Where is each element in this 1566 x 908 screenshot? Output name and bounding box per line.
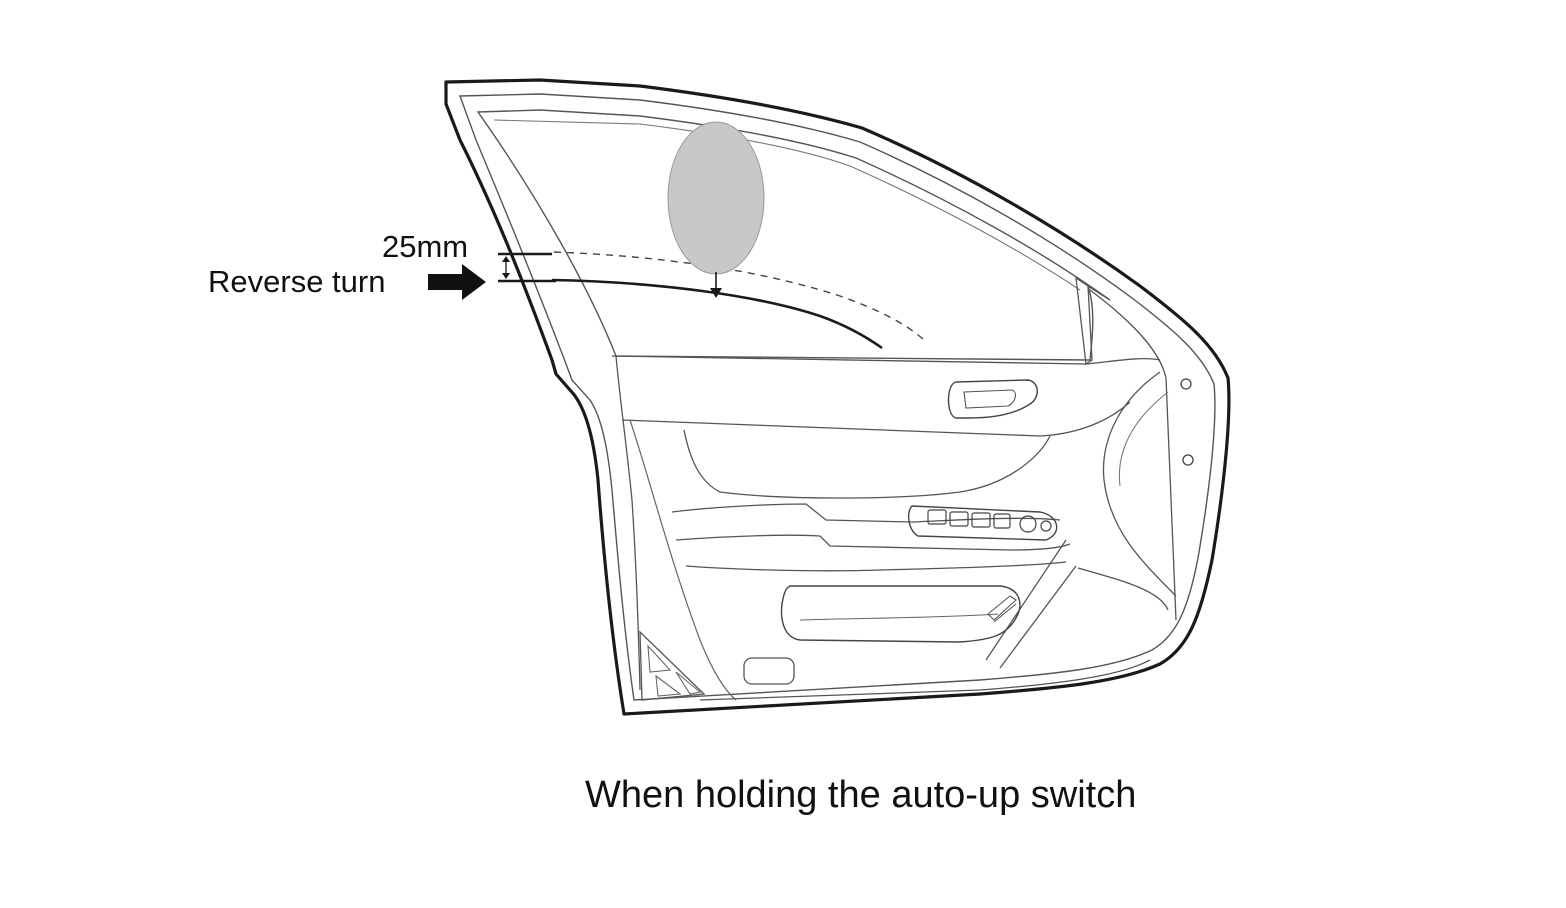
mirror-control-knob (1019, 515, 1037, 533)
pocket-vent (987, 595, 1017, 623)
front-edge-line-1 (615, 355, 641, 691)
window-switch-1 (927, 509, 947, 525)
lock-button (1040, 520, 1052, 532)
window-inner-edge (493, 119, 1081, 291)
screw-hole-lower (1182, 454, 1194, 466)
trim-panel-curve (683, 429, 1051, 499)
speaker-trim-line (1077, 567, 1169, 611)
rear-pillar-line (1089, 289, 1177, 621)
dimension-arrow-up (502, 256, 510, 262)
window-switch-2 (949, 511, 969, 527)
gap-dimension-label: 25mm (382, 229, 469, 264)
speaker-grille-slot-2 (655, 674, 682, 697)
rear-trim-curve-inner (1118, 391, 1169, 487)
lower-sill-line (699, 659, 1151, 701)
obstacle-ellipse (667, 121, 765, 275)
door-inner-frame (459, 93, 1216, 701)
door-pocket-inner (799, 613, 999, 621)
armrest-lower (675, 534, 1071, 551)
window-opening (476, 109, 1111, 361)
rear-trim-curve (1102, 371, 1177, 597)
inner-door-handle (947, 379, 1038, 419)
diagram-caption: When holding the auto-up switch (585, 774, 1137, 816)
screw-hole-upper (1180, 378, 1192, 390)
beltline-upper (611, 355, 1161, 365)
rear-frame-piece (1075, 276, 1093, 366)
speaker-grille-slot-3 (675, 671, 702, 695)
window-switch-4 (993, 513, 1011, 529)
window-switch-3 (971, 512, 991, 528)
lower-panel-line (685, 561, 1067, 572)
beltline-lower (621, 401, 1131, 437)
dimension-arrow-down (502, 273, 510, 279)
diagonal-trim-line (985, 539, 1077, 669)
speaker-grille (639, 630, 706, 701)
switch-panel (907, 505, 1058, 541)
armrest-top (671, 503, 1061, 523)
glass-stopped-line (551, 278, 883, 350)
door-pocket (780, 585, 1021, 643)
reverse-turn-label: Reverse turn (208, 264, 386, 299)
inner-door-handle-lever (963, 389, 1017, 409)
reflector-tab (743, 657, 795, 685)
glass-original-dashed (553, 251, 927, 343)
reverse-turn-arrow-icon (428, 264, 486, 300)
front-edge-line-2 (629, 419, 737, 701)
speaker-grille-slot-1 (647, 644, 672, 673)
down-arrow-head (710, 288, 722, 298)
door-outer-frame (444, 78, 1231, 716)
